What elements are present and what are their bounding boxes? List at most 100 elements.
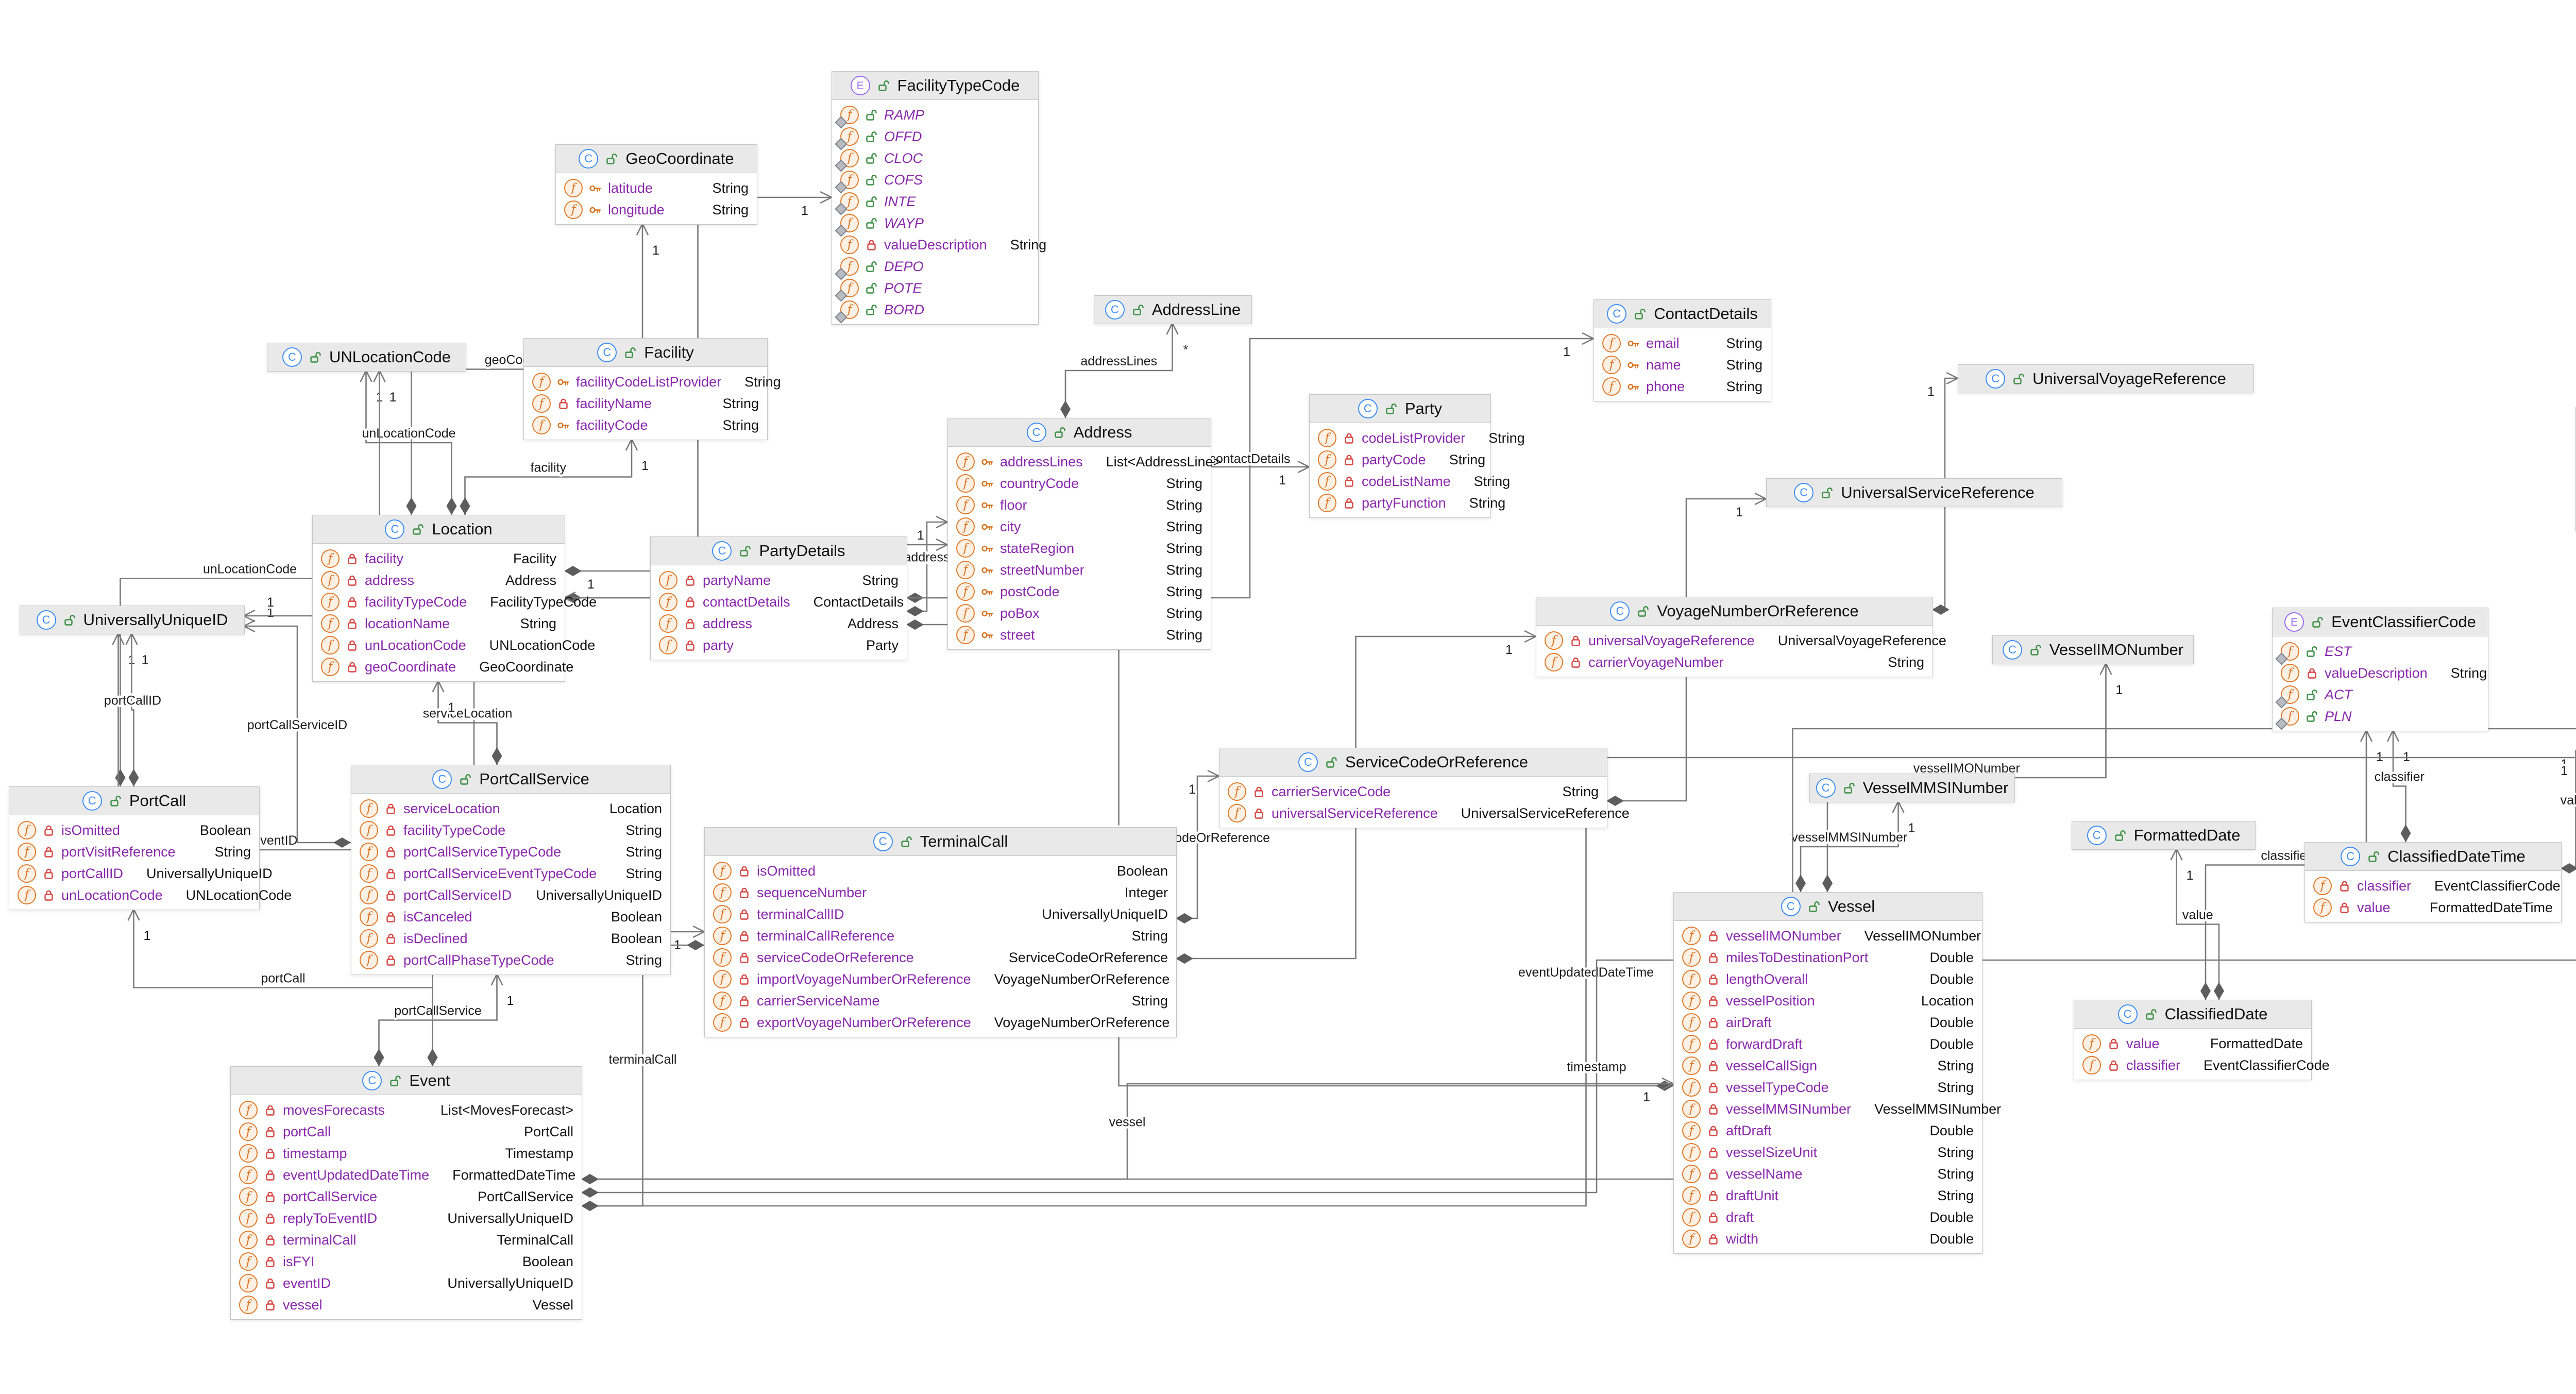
class-header-AddressLine[interactable]: CAddressLine <box>1094 296 1251 324</box>
field-row-portCallID[interactable]: fportCallIDUniversallyUniqueID <box>9 863 273 884</box>
field-row-terminalCall[interactable]: fterminalCallTerminalCall <box>231 1229 582 1251</box>
class-header-UniversallyUniqueID[interactable]: CUniversallyUniqueID <box>20 606 244 634</box>
field-row-facilityCode[interactable]: ffacilityCodeString <box>524 414 767 436</box>
field-row-eventUpdatedDateTime[interactable]: feventUpdatedDateTimeFormattedDateTime <box>231 1164 582 1186</box>
field-row-vesselSizeUnit[interactable]: fvesselSizeUnitString <box>1674 1141 1982 1163</box>
field-row-countryCode[interactable]: fcountryCodeString <box>948 473 1211 494</box>
field-row-WAYP[interactable]: fWAYP <box>832 212 1038 237</box>
field-row-city[interactable]: fcityString <box>948 516 1211 538</box>
field-row-partyFunction[interactable]: fpartyFunctionString <box>1310 492 1505 514</box>
field-row-streetNumber[interactable]: fstreetNumberString <box>948 559 1211 581</box>
class-header-VesselIMONumber[interactable]: CVesselIMONumber <box>1993 636 2193 664</box>
class-box-VesselMMSINumber[interactable]: CVesselMMSINumber <box>1809 774 2015 802</box>
field-row-street[interactable]: fstreetString <box>948 624 1211 646</box>
field-row-locationName[interactable]: flocationNameString <box>313 613 565 634</box>
field-row-address[interactable]: faddressAddress <box>651 613 907 634</box>
class-box-Address[interactable]: CAddressfaddressLinesList<AddressLine>fc… <box>947 418 1221 650</box>
field-row-classifier[interactable]: fclassifierEventClassifierCode <box>2074 1054 2330 1076</box>
field-row-classifier[interactable]: fclassifierEventClassifierCode <box>2305 875 2561 897</box>
class-header-FormattedDate[interactable]: CFormattedDate <box>2072 821 2255 850</box>
class-box-Location[interactable]: CLocationffacilityFacilityfaddressAddres… <box>312 515 597 682</box>
field-row-isOmitted[interactable]: fisOmittedBoolean <box>705 860 1176 882</box>
class-box-PartyDetails[interactable]: CPartyDetailsfpartyNameStringfcontactDet… <box>650 536 907 660</box>
field-row-ACT[interactable]: fACT <box>2273 684 2488 709</box>
field-row-INTE[interactable]: fINTE <box>832 191 1038 215</box>
class-header-Address[interactable]: CAddress <box>948 418 1211 447</box>
field-row-longitude[interactable]: flongitudeString <box>556 199 757 221</box>
field-row-codeListProvider[interactable]: fcodeListProviderString <box>1310 427 1525 449</box>
field-row-stateRegion[interactable]: fstateRegionString <box>948 538 1211 559</box>
field-row-portCallPhaseTypeCode[interactable]: fportCallPhaseTypeCodeString <box>351 949 670 971</box>
class-header-ClassifiedDate[interactable]: CClassifiedDate <box>2074 1000 2311 1029</box>
field-row-airDraft[interactable]: fairDraftDouble <box>1674 1012 1982 1033</box>
field-row-COFS[interactable]: fCOFS <box>832 169 1038 194</box>
class-box-ContactDetails[interactable]: CContactDetailsfemailStringfnameStringfp… <box>1594 299 1771 401</box>
class-box-VesselIMONumber[interactable]: CVesselIMONumber <box>1992 635 2194 664</box>
field-row-aftDraft[interactable]: faftDraftDouble <box>1674 1120 1982 1141</box>
field-row-vesselName[interactable]: fvesselNameString <box>1674 1163 1982 1185</box>
field-row-isCanceled[interactable]: fisCanceledBoolean <box>351 906 670 928</box>
field-row-email[interactable]: femailString <box>1594 332 1771 354</box>
field-row-vesselIMONumber[interactable]: fvesselIMONumberVesselIMONumber <box>1674 925 1982 947</box>
field-row-lengthOverall[interactable]: flengthOverallDouble <box>1674 968 1982 990</box>
field-row-draftUnit[interactable]: fdraftUnitString <box>1674 1185 1982 1206</box>
field-row-facility[interactable]: ffacilityFacility <box>313 548 565 569</box>
field-row-latitude[interactable]: flatitudeString <box>556 177 757 199</box>
field-row-eventID[interactable]: feventIDUniversallyUniqueID <box>231 1272 582 1294</box>
field-row-floor[interactable]: ffloorString <box>948 494 1211 516</box>
class-box-FormattedDate[interactable]: CFormattedDate <box>2072 821 2256 850</box>
field-row-portCallServiceEventTypeCode[interactable]: fportCallServiceEventTypeCodeString <box>351 863 670 884</box>
class-box-UNLocationCode[interactable]: CUNLocationCode <box>267 343 466 372</box>
class-box-ClassifiedDateTime[interactable]: CClassifiedDateTimefclassifierEventClass… <box>2304 842 2562 922</box>
field-row-timestamp[interactable]: ftimestampTimestamp <box>231 1143 582 1164</box>
class-box-UniversalVoyageReference[interactable]: CUniversalVoyageReference <box>1958 364 2254 393</box>
class-box-Facility[interactable]: CFacilityffacilityCodeListProviderString… <box>523 338 781 440</box>
class-header-PortCall[interactable]: CPortCall <box>9 787 259 815</box>
field-row-BORD[interactable]: fBORD <box>832 299 1038 324</box>
field-row-geoCoordinate[interactable]: fgeoCoordinateGeoCoordinate <box>313 656 573 678</box>
class-header-GeoCoordinate[interactable]: CGeoCoordinate <box>556 145 757 173</box>
class-box-Party[interactable]: CParty fcodeListProviderStringfpartyCodeS… <box>1309 394 1525 518</box>
field-row-portCall[interactable]: fportCallPortCall <box>231 1121 582 1143</box>
field-row-vessel[interactable]: fvesselVessel <box>231 1294 582 1316</box>
field-row-carrierVoyageNumber[interactable]: fcarrierVoyageNumberString <box>1536 651 1933 673</box>
class-header-UNLocationCode[interactable]: CUNLocationCode <box>267 343 466 372</box>
field-row-importVoyageNumberOrReference[interactable]: fimportVoyageNumberOrReferenceVoyageNumb… <box>705 968 1176 990</box>
field-row-terminalCallID[interactable]: fterminalCallIDUniversallyUniqueID <box>705 903 1176 925</box>
field-row-name[interactable]: fnameString <box>1594 354 1771 376</box>
class-box-Event[interactable]: CEventfmovesForecastsList<MovesForecast>… <box>230 1066 582 1320</box>
field-row-postCode[interactable]: fpostCodeString <box>948 581 1211 602</box>
field-row-DEPO[interactable]: fDEPO <box>832 256 1038 280</box>
field-row-carrierServiceName[interactable]: fcarrierServiceNameString <box>705 990 1176 1012</box>
field-row-RAMP[interactable]: fRAMP <box>832 104 1038 129</box>
class-box-FacilityTypeCode[interactable]: EFacilityTypeCodefRAMPfOFFDfCLOCfCOFSfIN… <box>832 71 1046 325</box>
field-row-isOmitted[interactable]: fisOmittedBoolean <box>9 819 259 841</box>
field-row-partyCode[interactable]: fpartyCodeString <box>1310 449 1490 471</box>
class-header-Facility[interactable]: CFacility <box>524 339 767 367</box>
field-row-POTE[interactable]: fPOTE <box>832 277 1038 302</box>
field-row-vesselMMSINumber[interactable]: fvesselMMSINumberVesselMMSINumber <box>1674 1098 2001 1120</box>
field-row-vesselCallSign[interactable]: fvesselCallSignString <box>1674 1055 1982 1077</box>
field-row-forwardDraft[interactable]: fforwardDraftDouble <box>1674 1033 1982 1055</box>
class-box-ServiceCodeOrReference[interactable]: CServiceCodeOrReferencefcarrierServiceCo… <box>1219 748 1630 828</box>
field-row-codeListName[interactable]: fcodeListNameString <box>1310 471 1510 492</box>
field-row-value[interactable]: fvalueFormattedDateTime <box>2305 897 2561 918</box>
class-box-TerminalCall[interactable]: CTerminalCallfisOmittedBooleanfsequenceN… <box>704 827 1177 1037</box>
field-row-universalServiceReference[interactable]: funiversalServiceReferenceUniversalServi… <box>1219 802 1630 824</box>
field-row-universalVoyageReference[interactable]: funiversalVoyageReferenceUniversalVoyage… <box>1536 630 1946 651</box>
class-header-UniversalServiceReference[interactable]: CUniversalServiceReference <box>1767 479 2062 507</box>
field-row-portVisitReference[interactable]: fportVisitReferenceString <box>9 841 259 863</box>
field-row-unLocationCode[interactable]: funLocationCodeUNLocationCode <box>9 884 292 906</box>
field-row-partyName[interactable]: fpartyNameString <box>651 569 907 591</box>
field-row-EST[interactable]: fEST <box>2273 641 2488 665</box>
class-header-PartyDetails[interactable]: CPartyDetails <box>651 537 907 565</box>
class-header-Party[interactable]: CParty <box>1310 395 1490 423</box>
class-box-ClassifiedDate[interactable]: CClassifiedDatefvalueFormattedDatefclass… <box>2074 1000 2330 1080</box>
class-header-Vessel[interactable]: CVessel <box>1674 893 1982 921</box>
field-row-CLOC[interactable]: fCLOC <box>832 147 1038 172</box>
field-row-addressLines[interactable]: faddressLinesList<AddressLine> <box>948 451 1221 473</box>
field-row-sequenceNumber[interactable]: fsequenceNumberInteger <box>705 882 1176 903</box>
class-box-UniversalServiceReference[interactable]: CUniversalServiceReference <box>1766 478 2062 507</box>
field-row-phone[interactable]: fphoneString <box>1594 376 1771 397</box>
field-row-portCallServiceID[interactable]: fportCallServiceIDUniversallyUniqueID <box>351 884 670 906</box>
